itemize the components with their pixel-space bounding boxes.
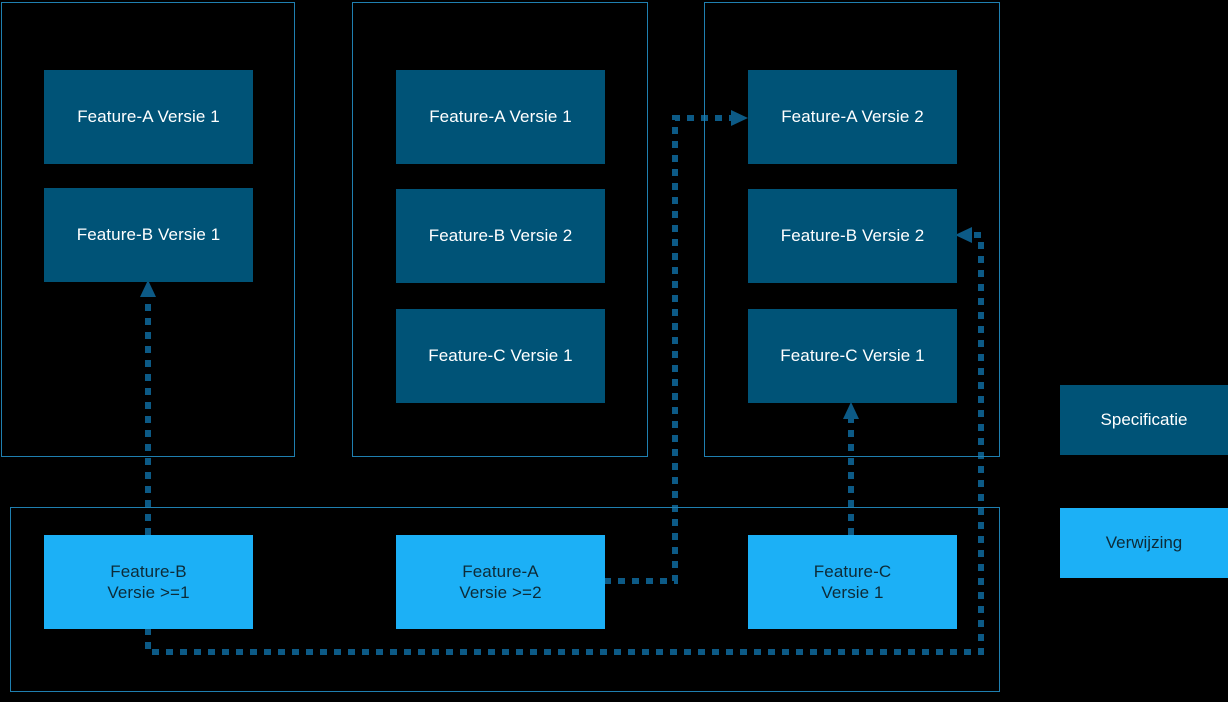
node-feature-b-versie-2-group3[interactable]: Feature-B Versie 2 — [748, 189, 957, 283]
node-feature-a-versie-2-group3[interactable]: Feature-A Versie 2 — [748, 70, 957, 164]
node-feature-c-versie-1-group2[interactable]: Feature-C Versie 1 — [396, 309, 605, 403]
node-feature-c-versie-1-group3[interactable]: Feature-C Versie 1 — [748, 309, 957, 403]
node-feature-a-versie-1-group1[interactable]: Feature-A Versie 1 — [44, 70, 253, 164]
node-feature-a-versie-ge-2-ref[interactable]: Feature-A Versie >=2 — [396, 535, 605, 629]
legend-item-specificatie: Specificatie — [1060, 385, 1228, 455]
node-feature-a-versie-1-group2[interactable]: Feature-A Versie 1 — [396, 70, 605, 164]
group-container-2 — [352, 2, 648, 457]
group-container-1 — [1, 2, 295, 457]
legend-item-verwijzing: Verwijzing — [1060, 508, 1228, 578]
group-container-4 — [10, 507, 1000, 692]
node-feature-b-versie-2-group2[interactable]: Feature-B Versie 2 — [396, 189, 605, 283]
node-feature-b-versie-1-group1[interactable]: Feature-B Versie 1 — [44, 188, 253, 282]
node-feature-b-versie-ge-1-ref[interactable]: Feature-B Versie >=1 — [44, 535, 253, 629]
node-feature-c-versie-1-ref[interactable]: Feature-C Versie 1 — [748, 535, 957, 629]
group-container-3 — [704, 2, 1000, 457]
